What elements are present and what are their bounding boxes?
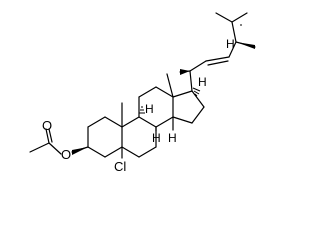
chlorine-label: Cl: [114, 159, 126, 174]
h-c20-label: H: [198, 75, 207, 89]
structure-canvas: O O Cl H H H H H: [29, 12, 256, 174]
chemical-structure-diagram: O O Cl H H H H H: [29, 12, 256, 174]
c3-ester-wedge: [72, 147, 88, 155]
ring-d: [172, 90, 205, 124]
hashed-bonds: [139, 24, 242, 114]
ring-b: [121, 116, 157, 158]
c24-ethyl-wedge: [236, 42, 255, 49]
ester-oxygen-label: O: [61, 147, 71, 162]
c18-methyl-bond: [166, 73, 174, 98]
c20-wedge: [180, 69, 190, 75]
side-chain: [179, 12, 256, 92]
h-c24-label: H: [226, 37, 235, 51]
h-c14-label: H: [168, 131, 177, 145]
h-c9-label: H: [152, 131, 161, 145]
carbonyl-oxygen-label: O: [42, 118, 52, 133]
ring-c: [138, 86, 174, 128]
ring-a: [87, 116, 123, 158]
h-c8-label: H: [145, 102, 154, 116]
